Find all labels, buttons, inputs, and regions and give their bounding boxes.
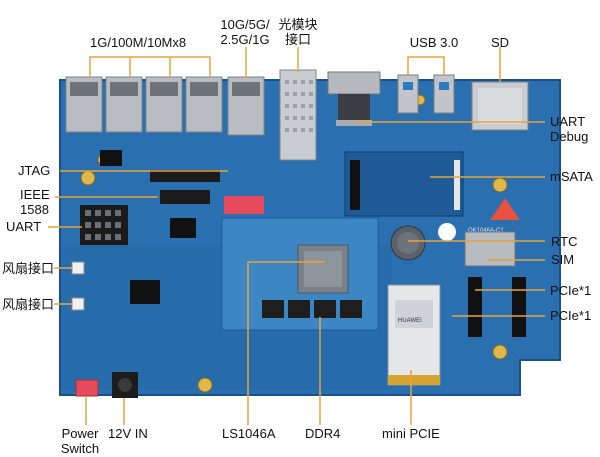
ddr-chips (262, 300, 362, 318)
label-sim: SIM (551, 252, 575, 267)
jtag-header (150, 170, 220, 182)
logo-mark (490, 198, 520, 220)
label-uart: UART (6, 219, 42, 234)
label-power-switch: Power Switch (60, 426, 100, 456)
pcie-slot-2 (512, 277, 526, 337)
label-uart-debug: UART Debug (550, 114, 589, 144)
power-switch-part (75, 379, 99, 397)
module-brand-silkscreen: HUAWEI (398, 318, 422, 324)
pcie-slot-1 (468, 277, 482, 337)
sd-slot-icon (471, 81, 529, 131)
label-optical-module: 光模块 接口 (278, 17, 318, 47)
fan-connector-2 (71, 297, 85, 311)
label-sd: SD (490, 35, 510, 50)
label-ieee1588: IEEE 1588 (20, 187, 50, 217)
label-power-in: 12V IN (108, 426, 148, 441)
label-usb: USB 3.0 (409, 35, 459, 50)
label-fan-2: 风扇接口 (2, 297, 55, 312)
ieee1588-header (160, 190, 210, 204)
label-rtc: RTC (551, 234, 578, 249)
label-pcie-2: PCIe*1 (550, 308, 592, 323)
usb-port-icon (397, 74, 455, 114)
barrel-jack-icon (112, 372, 138, 398)
sim-holder (464, 231, 516, 267)
fan-connector-1 (71, 261, 85, 275)
label-pcie-1: PCIe*1 (550, 283, 592, 298)
sfp-cage-icon (279, 69, 317, 161)
board-model-silkscreen: OK1046A-C1 (468, 228, 504, 234)
dip-switch (224, 196, 264, 214)
label-ethernet-10g: 10G/5G/ 2.5G/1G (220, 17, 270, 47)
label-fan-1: 风扇接口 (2, 261, 55, 276)
label-ethernet-1g: 1G/100M/10Mx8 (90, 35, 187, 50)
leader-lines (48, 47, 545, 425)
label-msata: mSATA (550, 169, 593, 184)
msata-socket (344, 151, 464, 217)
db9-connector-icon (327, 71, 381, 126)
ethernet-port-icon (65, 76, 265, 136)
label-ddr: DDR4 (305, 426, 341, 441)
label-cpu: LS1046A (222, 426, 276, 441)
label-mini-pcie: mini PCIE (382, 426, 440, 441)
label-jtag: JTAG (18, 163, 51, 178)
